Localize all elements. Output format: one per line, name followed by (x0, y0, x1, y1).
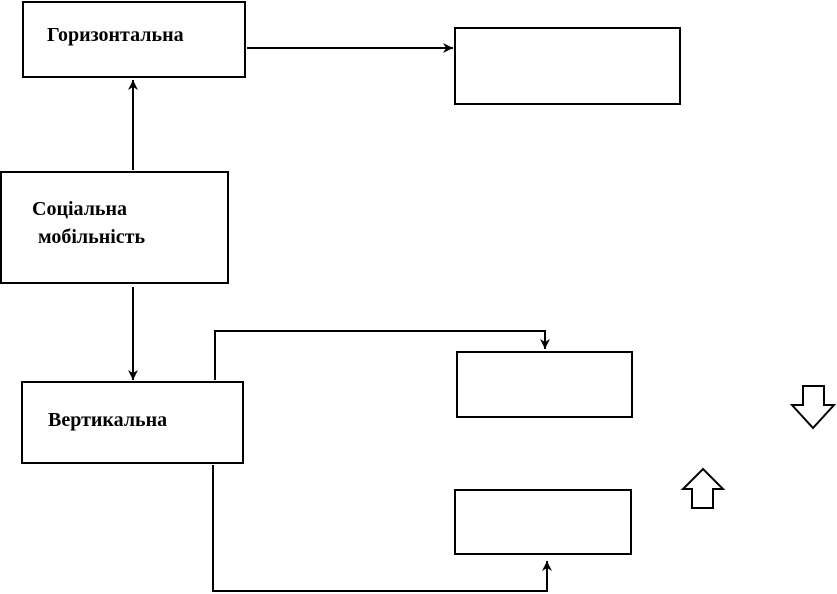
arrow-down-outline-icon (789, 385, 837, 430)
node-vertical-downward-target (454, 489, 632, 555)
node-horizontal-target (454, 27, 681, 105)
arrow-up-outline-icon (680, 467, 726, 509)
node-social-mobility (0, 171, 229, 284)
node-vertical-label: Вертикальна (48, 409, 168, 431)
node-horizontal (22, 1, 246, 78)
node-vertical (21, 381, 244, 464)
node-vertical-upward-target (456, 351, 633, 418)
node-horizontal-label: Горизонтальна (47, 24, 184, 46)
node-social-mobility-line2: мобільність (38, 226, 146, 248)
connector-vertical-to-upward-box (214, 330, 550, 380)
connector-vertical-to-downward-box (212, 465, 552, 592)
node-social-mobility-line1: Соціальна (32, 198, 128, 220)
